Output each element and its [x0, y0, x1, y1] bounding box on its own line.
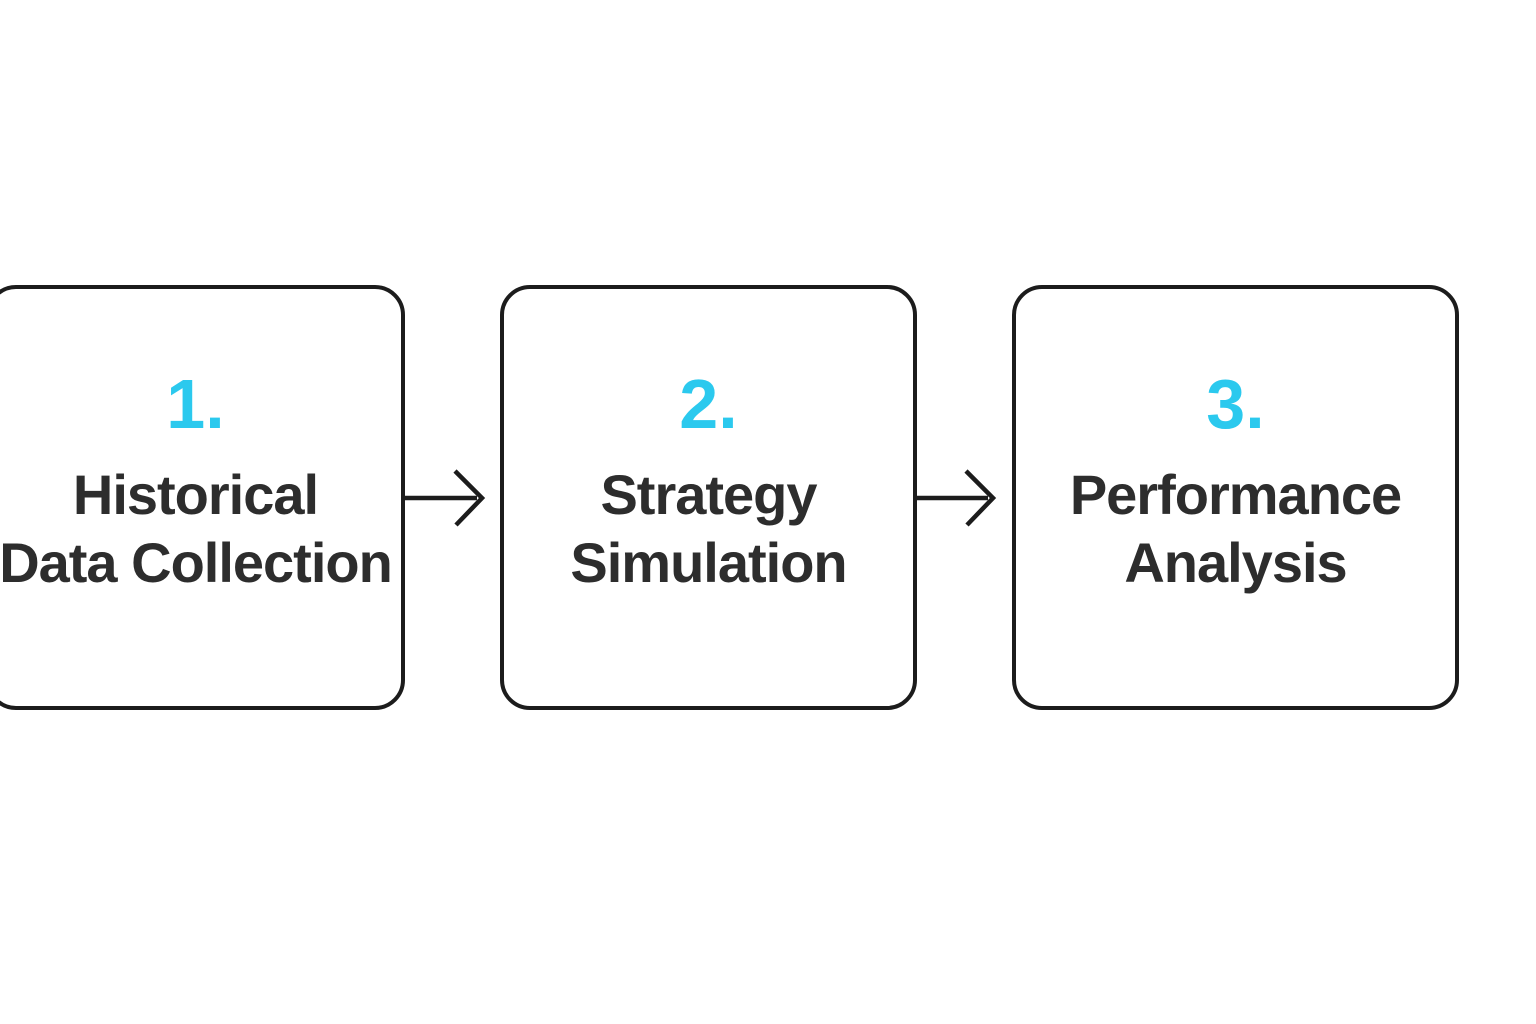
step-title-line: Historical	[72, 463, 319, 527]
step-title-line: Data Collection	[0, 530, 393, 594]
step-box-performance-analysis: 3. Performance Analysis	[1012, 285, 1459, 710]
step-box-historical-data-collection: 1. Historical Data Collection	[0, 285, 405, 710]
step-number: 1.	[166, 365, 225, 444]
step-number: 2.	[679, 365, 738, 444]
step-box-strategy-simulation: 2. Strategy Simulation	[500, 285, 917, 710]
step-number: 3.	[1206, 365, 1265, 444]
step-title-line: Simulation	[570, 530, 847, 594]
arrow-head	[453, 469, 486, 527]
step-title: Historical Data Collection	[0, 461, 393, 595]
step-title-line: Analysis	[1124, 530, 1347, 594]
arrow-head	[964, 469, 997, 527]
step-title-line: Strategy	[600, 463, 817, 527]
step-title: Strategy Simulation	[570, 461, 847, 595]
step-title-line: Performance	[1069, 463, 1402, 527]
arrow-right-icon	[914, 469, 997, 527]
arrow-right-icon	[403, 469, 486, 527]
step-title: Performance Analysis	[1069, 461, 1402, 595]
